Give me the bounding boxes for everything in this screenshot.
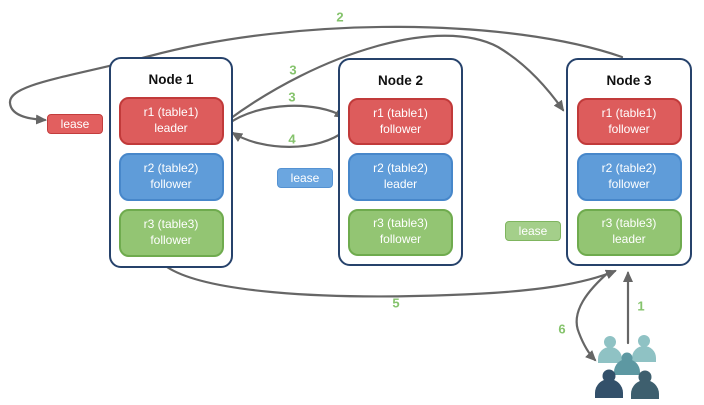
step-label-5: 5 [392,295,400,311]
arrow-step-6 [575,269,612,362]
node3-replica-r3-table3-leader: r3 (table3) leader [576,208,682,256]
node2-replica-r3-table3-follower: r3 (table3) follower [348,208,453,256]
replica-range: r1 (table1) [143,105,199,120]
replica-range: r2 (table2) [373,161,428,176]
step-label-3a: 3 [289,62,297,78]
step-label-4: 4 [288,131,296,147]
arrow-step-5 [165,265,617,298]
person-icon [598,336,622,363]
node1-replica-r1-table1-leader: r1 (table1) leader [118,97,224,145]
replica-role: leader [612,232,646,247]
node-1-panel: Node 1 r1 (table1) leader r2 (table2) fo… [109,57,233,268]
node-title: Node 3 [606,73,652,88]
arrow-step-3-to-node2 [226,104,346,126]
node-2-panel: Node 2 r1 (table1) follower r2 (table2) … [338,58,463,266]
person-icon [632,335,656,362]
arrow-step-2 [8,25,624,125]
lease-badge-r3: lease [505,221,561,241]
replica-role: follower [379,232,422,247]
replica-range: r1 (table1) [373,105,428,120]
node-title: Node 2 [377,73,423,88]
replica-range: r3 (table3) [143,217,199,232]
step-label-6: 6 [558,321,566,337]
replica-range: r1 (table1) [601,105,657,120]
person-icon [614,352,640,375]
replica-role: follower [150,177,192,191]
node3-replica-r1-table1-follower: r1 (table1) follower [576,98,682,146]
replica-role: follower [608,121,650,136]
replica-role: leader [383,176,418,191]
lease-badge-r1: lease [47,114,103,134]
arrow-step-4 [231,128,348,148]
replica-range: r3 (table3) [601,216,657,231]
node2-replica-r1-table1-follower: r1 (table1) follower [348,98,453,146]
replica-range: r2 (table2) [143,161,199,176]
node-title: Node 1 [148,72,194,87]
replica-role: follower [150,233,192,247]
step-label-3b: 3 [288,89,296,105]
step-label-2: 2 [336,9,344,25]
person-icon [631,370,659,399]
replica-role: follower [379,121,422,136]
node-3-panel: Node 3 r1 (table1) follower r2 (table2) … [566,58,692,266]
node3-replica-r2-table2-follower: r2 (table2) follower [576,153,682,201]
node1-replica-r2-table2-follower: r2 (table2) follower [118,153,224,201]
replica-role: leader [154,121,188,135]
step-label-1: 1 [637,298,645,314]
replica-range: r2 (table2) [601,161,657,176]
node2-replica-r2-table2-leader: r2 (table2) leader [348,153,453,201]
node1-replica-r3-table3-follower: r3 (table3) follower [118,209,224,257]
arrow-step-3-to-node3 [225,34,565,123]
person-icon [595,369,623,398]
replica-range: r3 (table3) [373,216,428,231]
lease-badge-r2: lease [277,168,333,188]
users-group-icon [595,335,659,399]
replica-role: follower [608,176,650,191]
